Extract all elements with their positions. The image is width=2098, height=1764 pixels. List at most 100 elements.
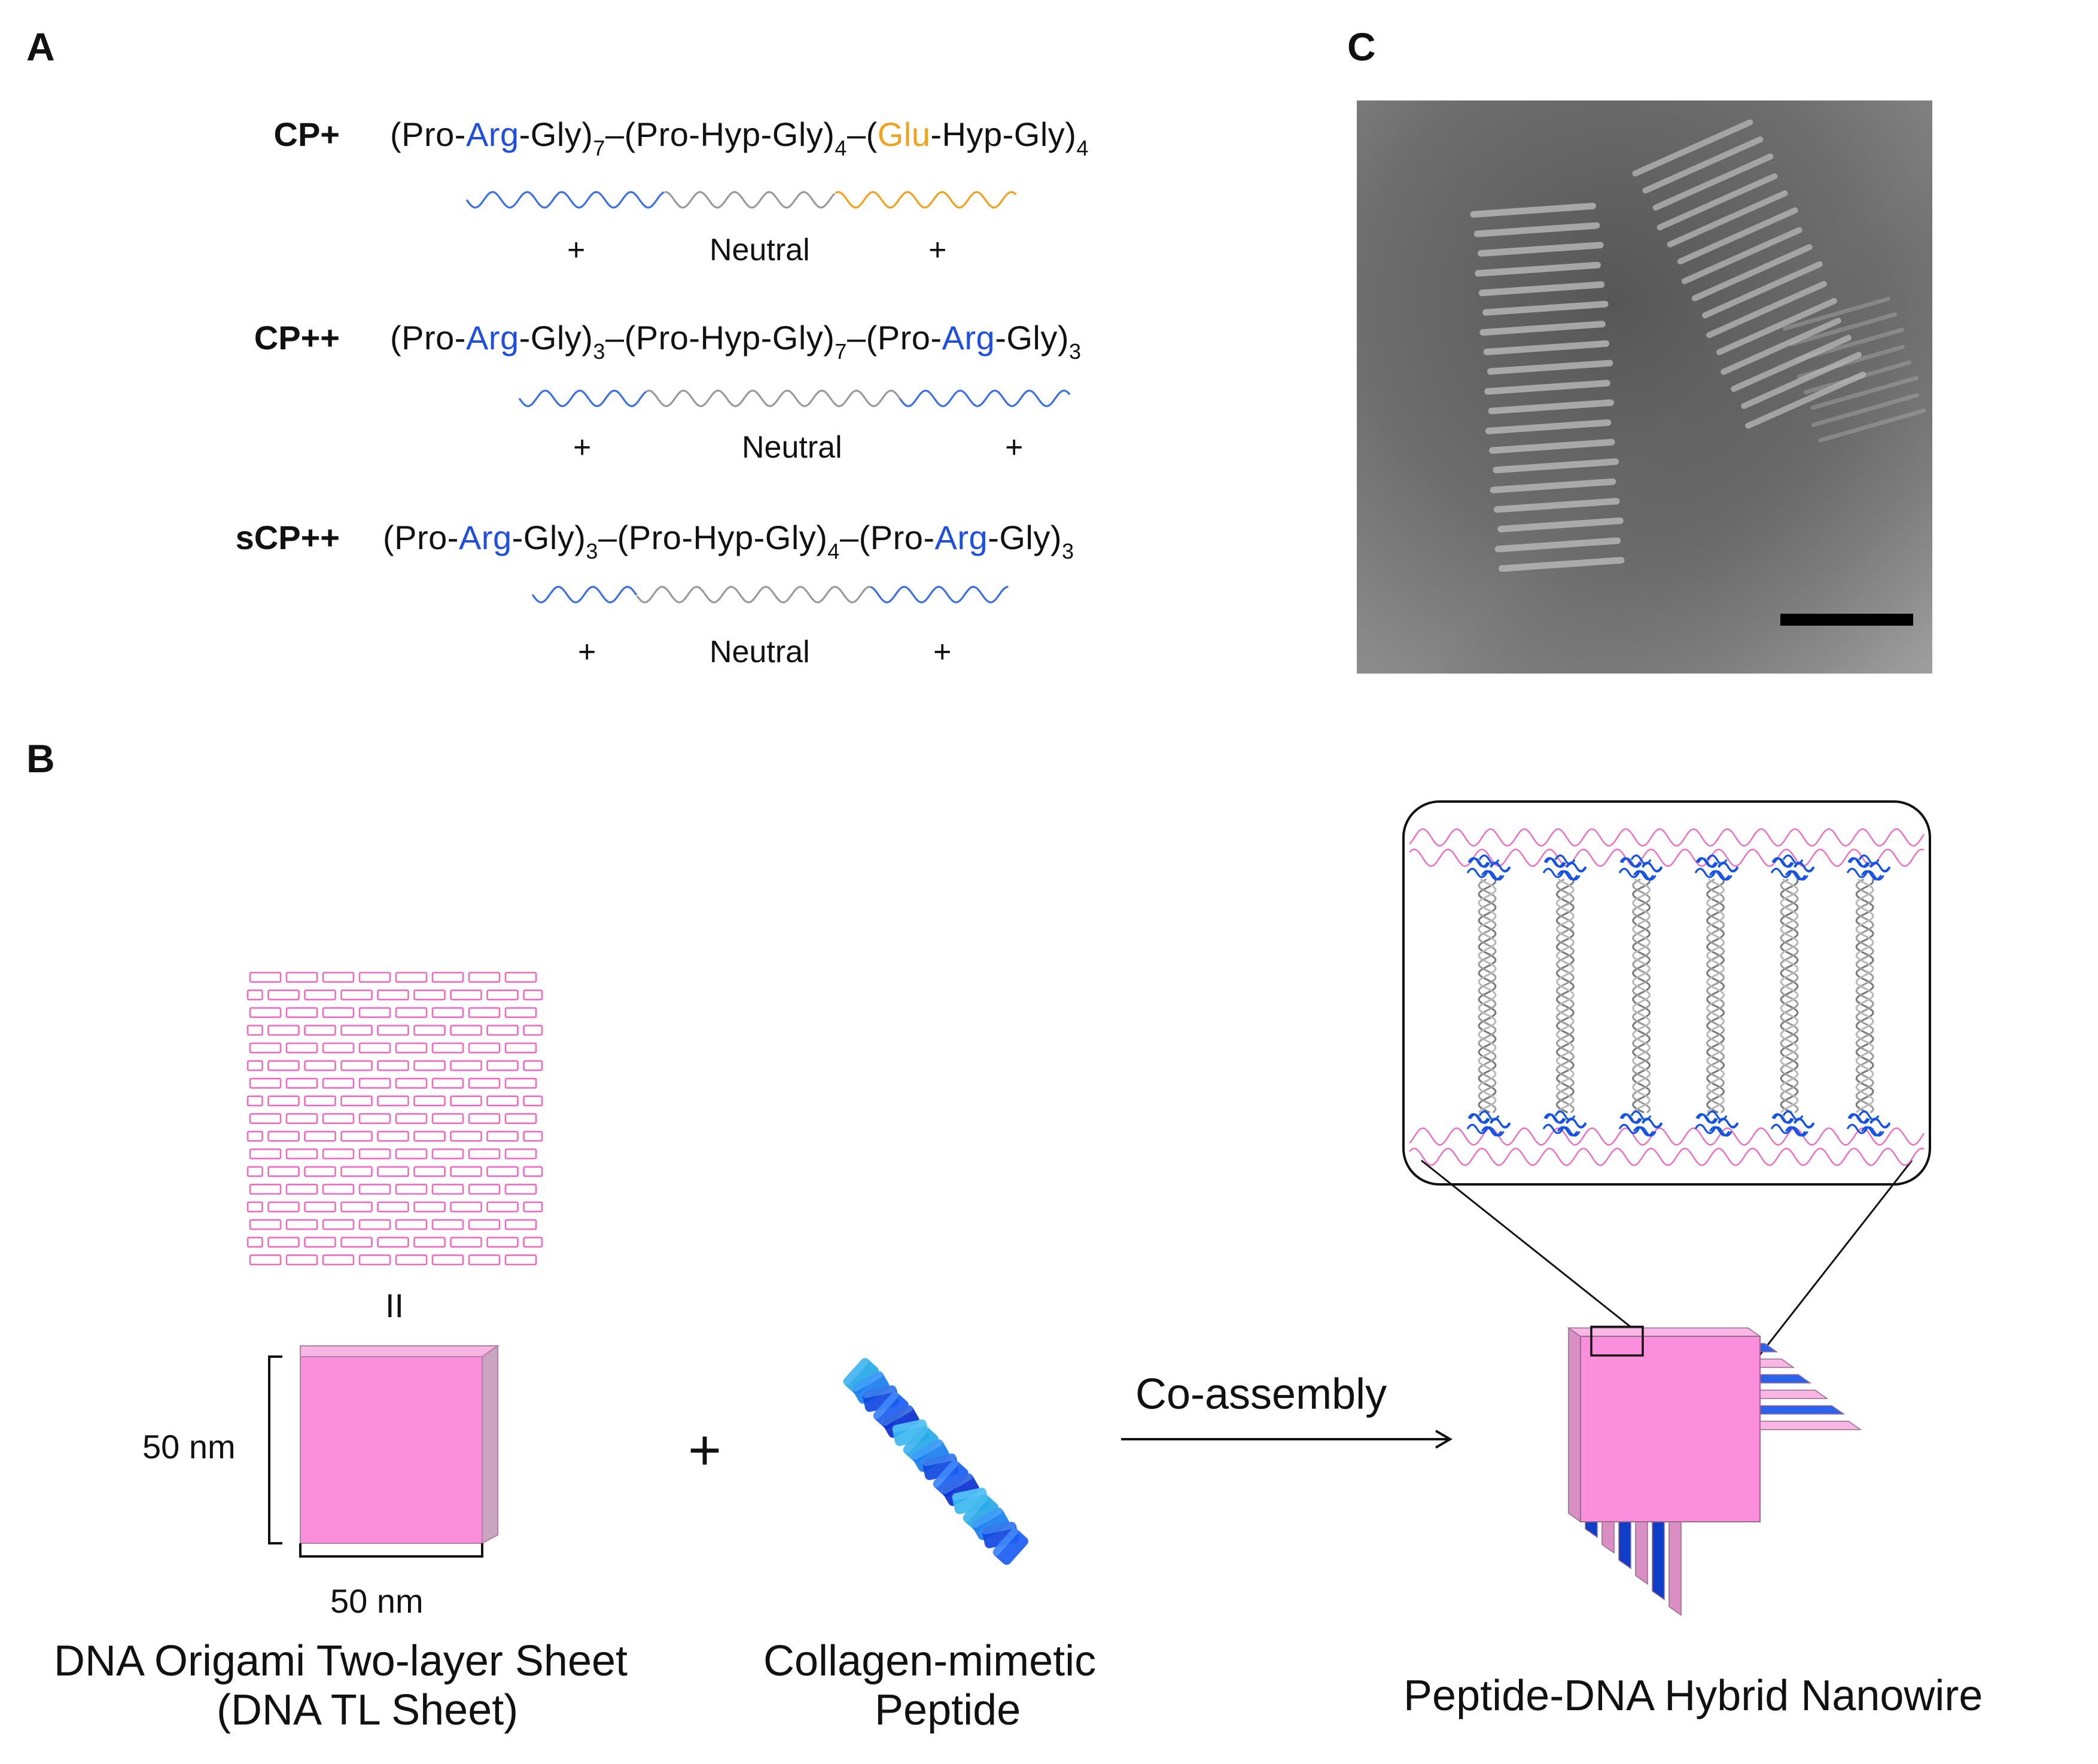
- origami-helix: [524, 1026, 543, 1035]
- origami-helix: [269, 991, 299, 1000]
- origami-helix: [250, 1114, 281, 1123]
- origami-helix: [433, 1114, 463, 1123]
- origami-helix: [433, 973, 463, 982]
- caption-sheet-line1: DNA Origami Two-layer Sheet: [54, 1637, 628, 1686]
- origami-helix: [378, 1167, 409, 1177]
- origami-helix: [269, 1096, 299, 1106]
- origami-helix: [248, 1061, 263, 1071]
- origami-helix: [415, 1167, 445, 1177]
- origami-helix: [433, 1149, 463, 1159]
- origami-helix: [269, 1167, 299, 1177]
- origami-helix: [323, 1078, 354, 1088]
- origami-helix: [396, 1043, 427, 1053]
- origami-helix: [360, 1149, 390, 1159]
- origami-helix: [287, 1184, 317, 1194]
- origami-helix: [469, 1043, 500, 1053]
- origami-helix: [248, 1096, 263, 1106]
- origami-helix: [342, 1026, 372, 1035]
- origami-helix: [323, 1255, 354, 1265]
- nanowire-zoom-inset: [1397, 796, 1936, 1334]
- origami-helix: [360, 1114, 390, 1123]
- origami-helix: [506, 1078, 536, 1088]
- origami-helix: [250, 1008, 281, 1017]
- origami-helix: [305, 1202, 336, 1212]
- origami-helix: [342, 1167, 372, 1177]
- nanowire-cube-icon: [1555, 1304, 1974, 1639]
- dimension-width-label: 50 nm: [330, 1582, 424, 1620]
- origami-helix: [305, 991, 336, 1000]
- origami-helix: [396, 1149, 427, 1159]
- origami-helix: [415, 1061, 445, 1071]
- origami-helix: [506, 1114, 536, 1123]
- origami-helix: [488, 1026, 518, 1035]
- origami-helix: [506, 1008, 536, 1017]
- origami-helix: [269, 1202, 299, 1212]
- origami-helix: [451, 1132, 482, 1141]
- origami-helix: [248, 1132, 263, 1141]
- origami-helix: [415, 991, 445, 1000]
- origami-helix: [415, 1096, 445, 1106]
- scale-bar: [1780, 614, 1913, 626]
- caption-peptide-line1: Collagen-mimetic: [763, 1637, 1096, 1686]
- origami-helix: [378, 1096, 409, 1106]
- origami-helix: [248, 1026, 263, 1035]
- origami-helix: [396, 1114, 427, 1123]
- dna-sheet-cube-icon: [257, 1332, 508, 1559]
- co-assembly-arrow: [1120, 1427, 1461, 1451]
- origami-helix: [248, 991, 263, 1000]
- origami-helix: [524, 1202, 543, 1212]
- origami-helix: [488, 1202, 518, 1212]
- origami-helix: [433, 1220, 463, 1229]
- origami-helix: [250, 1255, 281, 1265]
- origami-helix: [451, 1061, 482, 1071]
- origami-helix: [248, 1202, 263, 1212]
- origami-helix: [506, 1043, 536, 1053]
- origami-helix: [287, 1043, 317, 1053]
- origami-helix: [396, 1008, 427, 1017]
- charge-label-left: +: [578, 634, 596, 670]
- origami-helix: [488, 991, 518, 1000]
- origami-helix: [360, 1184, 390, 1194]
- origami-helix: [451, 1167, 482, 1177]
- origami-helix: [506, 1149, 536, 1159]
- origami-helix: [250, 1149, 281, 1159]
- plus-sign: +: [688, 1418, 721, 1483]
- origami-helix: [323, 973, 354, 982]
- origami-helix: [250, 1078, 281, 1088]
- origami-helix: [323, 1184, 354, 1194]
- origami-helix: [524, 1167, 543, 1177]
- origami-helix: [305, 1026, 336, 1035]
- origami-helix: [378, 1132, 409, 1141]
- origami-helix: [396, 1078, 427, 1088]
- origami-helix: [360, 1220, 390, 1229]
- origami-helix: [433, 1043, 463, 1053]
- origami-helix: [269, 1238, 299, 1247]
- origami-helix: [506, 1220, 536, 1229]
- origami-helix: [360, 1255, 390, 1265]
- origami-helix: [250, 1184, 281, 1194]
- origami-helix: [287, 1078, 317, 1088]
- wave-segment: [637, 587, 870, 602]
- origami-helix: [506, 1255, 536, 1265]
- charge-label-right: +: [933, 634, 951, 670]
- origami-helix: [469, 973, 500, 982]
- origami-helix: [396, 1255, 427, 1265]
- origami-helix: [469, 1220, 500, 1229]
- origami-helix: [506, 973, 536, 982]
- origami-helix: [342, 1132, 372, 1141]
- origami-helix: [342, 1202, 372, 1212]
- origami-helix: [451, 1096, 482, 1106]
- origami-helix: [451, 991, 482, 1000]
- origami-helix: [305, 1132, 336, 1141]
- origami-helix: [287, 1220, 317, 1229]
- origami-helix: [469, 1184, 500, 1194]
- origami-helix: [269, 1061, 299, 1071]
- origami-helix: [433, 1078, 463, 1088]
- dna-origami-sheet-icon: [246, 969, 543, 1269]
- origami-helix: [451, 1026, 482, 1035]
- origami-helix: [415, 1238, 445, 1247]
- collagen-peptide-icon: [849, 1364, 1029, 1561]
- origami-helix: [248, 1238, 263, 1247]
- origami-helix: [287, 1114, 317, 1123]
- origami-helix: [342, 1061, 372, 1071]
